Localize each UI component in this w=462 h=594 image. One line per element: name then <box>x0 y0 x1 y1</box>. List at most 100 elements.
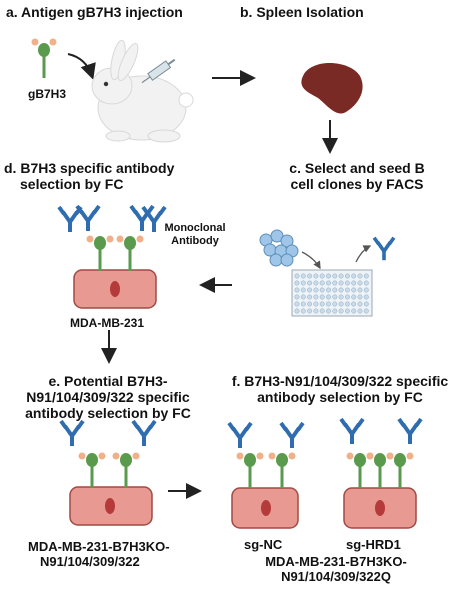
plate-well <box>363 287 369 293</box>
plate-well <box>332 287 338 293</box>
step-c-title: c. Select and seed B cell clones by FACS <box>262 160 452 192</box>
plate-well <box>307 280 313 286</box>
plate-well <box>326 280 331 286</box>
plate-well <box>357 280 363 286</box>
cell-line-f-label: MDA-MB-231-B7H3KO- N91/104/309/322Q <box>226 554 446 585</box>
plate-well <box>326 294 331 300</box>
cell-line-f-line2: N91/104/309/322Q <box>281 568 391 584</box>
plate-well <box>332 273 338 279</box>
plate-well <box>307 308 313 314</box>
plate-well <box>357 308 363 314</box>
arrow-cells-to-plate <box>301 251 321 270</box>
well-plate-icon <box>291 269 373 317</box>
step-d-line1: d. B7H3 specific antibody <box>4 160 175 176</box>
plate-well <box>319 308 325 314</box>
plate-well <box>338 280 344 286</box>
plate-well <box>351 301 357 307</box>
step-f-line1: f. B7H3-N91/104/309/322 specific <box>231 373 449 389</box>
plate-well <box>313 294 319 300</box>
plate-well <box>357 273 363 279</box>
plate-well <box>300 273 306 279</box>
cell-d <box>57 204 167 309</box>
step-e-line1: e. Potential B7H3- <box>48 373 168 389</box>
plate-well <box>313 308 319 314</box>
step-b-title: b. Spleen Isolation <box>240 4 364 20</box>
plate-well <box>294 280 300 286</box>
step-e-line3: antibody selection by FC <box>25 405 191 422</box>
monoclonal-line2: Antibody <box>171 234 219 247</box>
plate-well <box>300 301 306 307</box>
plate-well <box>313 280 319 286</box>
step-e-title: e. Potential B7H3- N91/104/309/322 speci… <box>0 373 216 421</box>
plate-well <box>307 294 313 300</box>
plate-well <box>338 308 344 314</box>
plate-well <box>344 273 350 279</box>
plate-well <box>319 280 325 286</box>
injection-curved-arrow <box>67 53 96 80</box>
plate-well <box>294 287 300 293</box>
plate-well <box>344 301 350 307</box>
plate-well <box>363 308 369 314</box>
plate-well <box>332 294 338 300</box>
plate-well <box>338 294 344 300</box>
arrow-plate-to-antibody <box>355 245 372 263</box>
plate-well <box>338 273 344 279</box>
plate-well <box>351 308 357 314</box>
cell-line-e-line2: N91/104/309/322 <box>40 553 140 569</box>
monoclonal-antibody-label: Monoclonal Antibody <box>150 222 240 247</box>
cell-sg-hrd1 <box>339 417 423 529</box>
plate-well <box>307 273 313 279</box>
step-c-line2: cell clones by FACS <box>290 176 424 193</box>
plate-well <box>300 287 306 293</box>
plate-well <box>332 301 338 307</box>
cell-line-e-line1: MDA-MB-231-B7H3KO- <box>28 539 170 554</box>
plate-well <box>294 308 300 314</box>
step-f-title: f. B7H3-N91/104/309/322 specific antibod… <box>220 373 460 405</box>
plate-well <box>319 273 325 279</box>
cell-line-f-line1: MDA-MB-231-B7H3KO- <box>265 554 407 569</box>
plate-well <box>300 308 306 314</box>
cell-line-e-label: MDA-MB-231-B7H3KO- N91/104/309/322 <box>28 539 170 570</box>
spleen-icon <box>301 62 363 114</box>
plate-well <box>332 280 338 286</box>
plate-well <box>319 287 325 293</box>
plate-well <box>351 287 357 293</box>
plate-well <box>294 301 300 307</box>
monoclonal-line1: Monoclonal <box>164 222 226 234</box>
cell-line-d-label: MDA-MB-231 <box>70 316 145 330</box>
step-c-line1: c. Select and seed B <box>289 160 425 176</box>
plate-well <box>300 280 306 286</box>
plate-well <box>363 280 369 286</box>
plate-well <box>307 287 313 293</box>
antigen-label: gB7H3 <box>28 87 67 101</box>
plate-well <box>351 273 357 279</box>
plate-well <box>313 287 319 293</box>
rabbit-icon <box>91 39 194 143</box>
plate-well <box>326 308 331 314</box>
b-cell-cluster-icon <box>259 229 299 267</box>
cell-e <box>59 419 157 526</box>
plate-well <box>357 287 363 293</box>
cell-sg-nc <box>227 421 305 529</box>
plate-well <box>357 294 363 300</box>
plate-well <box>332 308 338 314</box>
plate-well <box>338 287 344 293</box>
plate-well <box>344 294 350 300</box>
step-a-title: a. Antigen gB7H3 injection <box>6 4 183 20</box>
plate-well <box>326 301 331 307</box>
step-e-line2: N91/104/309/322 specific <box>26 389 190 406</box>
sg-nc-label: sg-NC <box>244 537 283 552</box>
plate-well <box>326 273 331 279</box>
plate-well <box>344 287 350 293</box>
step-f-line2: antibody selection by FC <box>257 389 423 406</box>
plate-well <box>344 308 350 314</box>
plate-well <box>344 280 350 286</box>
plate-well <box>363 273 369 279</box>
antigen-icon <box>31 38 57 78</box>
sg-hrd1-label: sg-HRD1 <box>346 537 401 552</box>
syringe-icon <box>141 58 176 84</box>
plate-well <box>363 301 369 307</box>
plate-well <box>313 301 319 307</box>
plate-well <box>326 287 331 293</box>
plate-well <box>363 294 369 300</box>
